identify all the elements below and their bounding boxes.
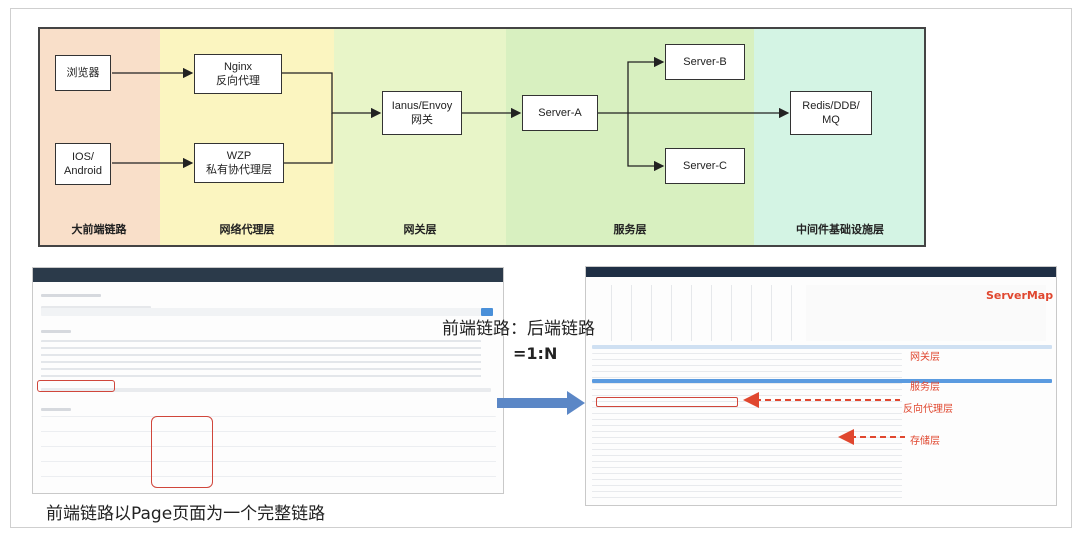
screenshot-topbar: [33, 268, 503, 282]
layer-middleware: 中间件基础设施层: [754, 27, 926, 247]
node-gateway: Ianus/Envoy 网关: [382, 91, 462, 135]
flow-arrows: [112, 56, 790, 172]
backend-trace-screenshot: ServerMap: [585, 266, 1057, 506]
caption-ratio: =1:N: [513, 344, 558, 363]
node-storage: Redis/DDB/ MQ: [790, 91, 872, 135]
arrow-wzp-gateway: [284, 113, 333, 164]
frontend-highlight-small: [37, 380, 115, 392]
frontend-highlight-pages: [151, 416, 213, 488]
layer-middleware-label: 中间件基础设施层: [796, 224, 884, 236]
screenshot-topbar-2: [586, 267, 1056, 277]
node-server-a: Server-A: [522, 95, 598, 131]
caption-bottom: 前端链路以Page页面为一个完整链路: [46, 504, 326, 524]
arrow-servera-serverc: [627, 113, 665, 172]
servermap-label: ServerMap: [986, 289, 1054, 302]
layer-network-proxy-label: 网络代理层: [219, 224, 275, 236]
node-wzp: WZP 私有协代理层: [194, 143, 284, 183]
node-server-b: Server-B: [665, 44, 745, 80]
layer-gateway-label: 网关层: [403, 224, 437, 236]
label-gateway-layer: 网关层: [910, 352, 940, 363]
node-ios-android: IOS/ Android: [55, 143, 111, 185]
node-nginx: Nginx 反向代理: [194, 54, 282, 94]
arrow-servera-serverb: [598, 56, 665, 114]
label-reverse-proxy-layer: 反向代理层: [903, 404, 953, 415]
node-server-c: Server-C: [665, 148, 745, 184]
label-service-layer: 服务层: [910, 382, 940, 393]
node-browser: 浏览器: [55, 55, 111, 91]
label-storage-layer: 存储层: [910, 436, 940, 447]
backend-highlight-proxy: [596, 397, 738, 407]
caption-front-back: 前端链路：后端链路: [442, 319, 595, 339]
layer-frontend-label: 大前端链路: [71, 224, 127, 236]
frontend-trace-screenshot: [32, 267, 504, 494]
connect-arrow: [497, 391, 585, 415]
layer-service-label: 服务层: [613, 224, 647, 236]
arrow-nginx-gateway: [282, 72, 382, 119]
